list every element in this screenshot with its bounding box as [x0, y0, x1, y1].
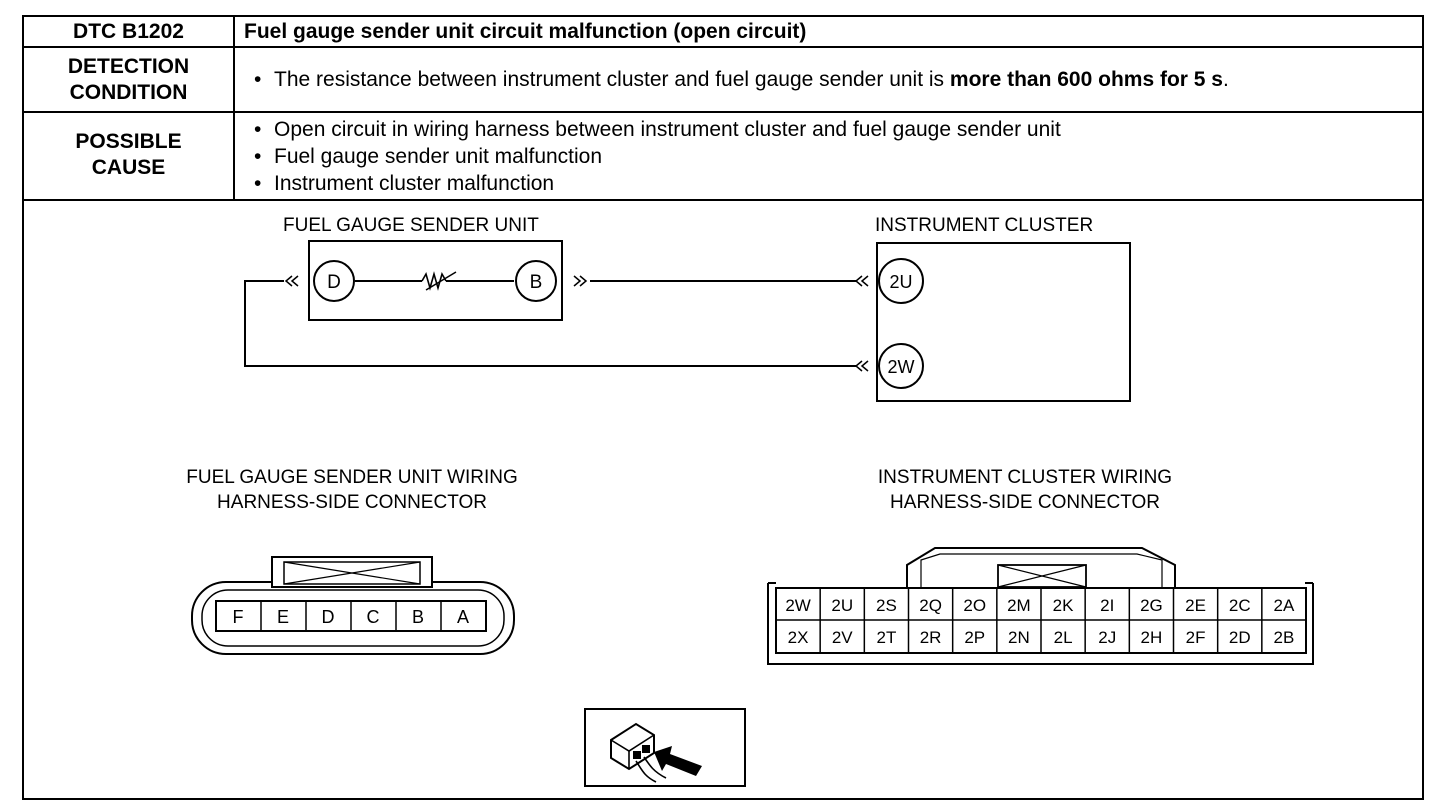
possible-cause-item: •Instrument cluster malfunction	[244, 171, 554, 197]
connector-pin: 2Q	[919, 596, 942, 615]
possible-cause-item: •Fuel gauge sender unit malfunction	[244, 144, 602, 170]
sender-unit-box	[308, 240, 563, 321]
connector-pin: 2I	[1100, 596, 1114, 615]
connector-pin: E	[277, 607, 289, 627]
connector-pin: 2V	[832, 628, 853, 647]
cluster-box	[876, 242, 1131, 402]
connector-pin: 2A	[1274, 596, 1295, 615]
detection-condition-text: •The resistance between instrument clust…	[244, 67, 1229, 93]
terminal-b-icon	[515, 260, 557, 302]
connector-pin: 2R	[920, 628, 942, 647]
page-frame	[22, 15, 1424, 800]
connector-pin: 2L	[1054, 628, 1073, 647]
terminal-label: D	[327, 272, 341, 293]
connector-pin: 2T	[876, 628, 896, 647]
column-divider	[233, 15, 235, 201]
connector-pin: 2P	[964, 628, 985, 647]
sender-unit-title: FUEL GAUGE SENDER UNIT	[283, 215, 539, 236]
connector-pin: 2F	[1186, 628, 1206, 647]
wire-d-2w	[244, 280, 856, 367]
cluster-connector-title: INSTRUMENT CLUSTER WIRING HARNESS-SIDE C…	[877, 467, 1173, 513]
connector-pin: F	[233, 607, 244, 627]
connector-chevron-icon	[284, 275, 869, 372]
connector-pin: 2D	[1229, 628, 1251, 647]
connector-pin: A	[457, 607, 469, 627]
connector-pin: 2C	[1229, 596, 1251, 615]
connector-pin: 2B	[1274, 628, 1295, 647]
terminal-2w-icon	[878, 343, 924, 389]
terminal-d-icon	[313, 260, 355, 302]
detection-condition-label: DETECTION CONDITION	[67, 55, 190, 104]
possible-cause-item: •Open circuit in wiring harness between …	[244, 117, 1061, 143]
row-divider	[22, 199, 1424, 201]
variable-resistor-icon	[421, 271, 447, 291]
possible-cause-label: POSSIBLE CAUSE	[75, 130, 182, 179]
connector-pin: B	[412, 607, 424, 627]
sender-connector-title: FUEL GAUGE SENDER UNIT WIRING HARNESS-SI…	[186, 467, 518, 513]
terminal-label: 2U	[889, 272, 912, 292]
connector-pin: 2N	[1008, 628, 1030, 647]
connector-pin: 2G	[1140, 596, 1163, 615]
connector-pin: 2X	[788, 628, 809, 647]
connector-pin: 2J	[1098, 628, 1116, 647]
connector-check-icon	[584, 708, 746, 787]
instrument-cluster-title: INSTRUMENT CLUSTER	[875, 215, 1094, 236]
connector-pin: 2K	[1053, 596, 1074, 615]
row-divider	[22, 46, 1424, 48]
bullet: •	[254, 118, 262, 141]
bullet: •	[254, 172, 262, 195]
connector-pin: 2O	[963, 596, 986, 615]
connector-pin: D	[322, 607, 335, 627]
connector-pin: 2M	[1007, 596, 1031, 615]
bullet: •	[254, 145, 262, 168]
connector-pin: 2S	[876, 596, 897, 615]
connector-pin: C	[367, 607, 380, 627]
terminal-label: 2W	[888, 357, 915, 377]
terminal-label: B	[530, 272, 543, 293]
connector-pin: 2W	[785, 596, 811, 615]
row-divider	[22, 111, 1424, 113]
terminal-2u-icon	[878, 258, 924, 304]
connector-pin: 2E	[1185, 596, 1206, 615]
dtc-title: Fuel gauge sender unit circuit malfuncti…	[244, 20, 807, 43]
bullet: •	[254, 68, 262, 91]
dtc-code: DTC B1202	[73, 20, 184, 43]
connector-pin: 2U	[831, 596, 853, 615]
connector-pin: 2H	[1141, 628, 1163, 647]
